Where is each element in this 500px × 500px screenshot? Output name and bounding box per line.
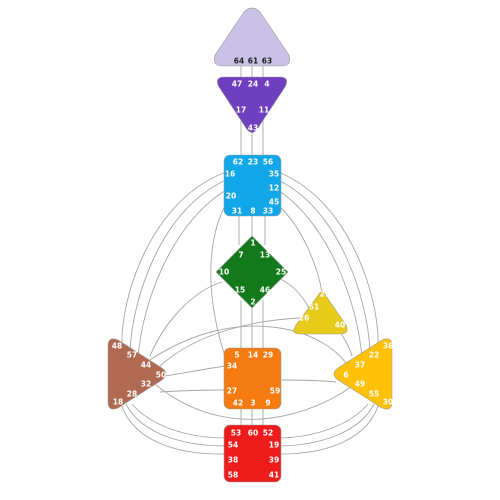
channel-line [275,399,381,455]
gate-number: 53 [231,429,241,438]
channel-line [119,399,227,455]
ajna-center [217,76,287,133]
gate-number: 60 [248,429,258,438]
gate-number: 32 [141,380,151,389]
gate-number: 36 [383,342,393,351]
gate-number: 31 [232,207,242,216]
gate-number: 28 [127,390,137,399]
channel-line [277,189,363,359]
gate-number: 46 [260,286,270,295]
channel-line [149,281,223,357]
channel-line [210,199,229,366]
head-center [214,7,290,67]
gate-number: 12 [269,184,279,193]
channel-line [275,403,375,447]
gate-number: 4 [264,80,269,89]
gate-number: 45 [269,198,279,207]
gate-number: 57 [127,351,137,360]
gate-number: 63 [262,57,272,66]
sacral-center [223,347,282,410]
gate-number: 13 [260,251,270,260]
gate-number: 33 [263,207,273,216]
gate-number: 6 [343,371,348,380]
gate-number: 7 [238,251,243,260]
gate-number: 8 [250,207,255,216]
gate-number: 52 [263,429,273,438]
gate-number: 51 [309,303,319,312]
channels [119,60,381,455]
gate-number: 54 [228,441,238,450]
gate-number: 3 [250,399,255,408]
gate-number: 2 [250,298,255,307]
gate-number: 40 [335,321,345,330]
gate-number: 44 [141,361,151,370]
channel-line [281,379,337,383]
g-center [215,235,289,309]
gate-number: 62 [233,158,243,167]
channel-line [277,179,371,353]
gate-number: 17 [236,106,246,115]
gate-number: 15 [235,286,245,295]
gate-number: 14 [248,351,258,360]
channel-line [275,403,369,439]
gate-number: 47 [232,80,242,89]
centers [107,7,393,483]
gate-number: 64 [234,57,244,66]
channel-line [121,171,227,347]
gate-number: 22 [369,351,379,360]
channel-line [159,317,301,367]
channel-line [159,389,227,393]
gate-number: 16 [225,170,235,179]
channel-line [125,403,227,447]
gate-number: 18 [113,398,123,407]
gate-number: 48 [112,342,122,351]
gate-number: 5 [234,351,239,360]
channel-line [129,179,227,353]
gate-number: 20 [226,192,236,201]
gate-number: 39 [269,456,279,465]
gate-number: 10 [219,268,229,277]
channel-line [277,204,323,293]
gate-number: 49 [355,380,365,389]
gate-number: 26 [299,314,309,323]
gate-number: 42 [233,399,243,408]
solar-plexus-center [333,338,393,410]
gate-number: 61 [248,57,258,66]
channel-line [277,171,379,347]
gate-number: 21 [320,290,330,299]
gate-number: 30 [383,398,393,407]
gate-number: 27 [227,387,237,396]
channel-line [149,325,351,371]
gate-number: 38 [228,456,238,465]
gate-number: 25 [276,268,286,277]
gate-number: 41 [269,471,279,480]
root-center [223,424,282,483]
gate-number: 55 [369,390,379,399]
gate-number: 37 [355,361,365,370]
heart-center [293,289,348,335]
gate-number: 23 [248,158,258,167]
gate-number: 56 [263,158,273,167]
gate-number: 43 [248,124,258,133]
gate-number: 11 [259,106,269,115]
gate-number: 35 [269,170,279,179]
gate-number: 50 [156,371,166,380]
gate-number: 58 [228,471,238,480]
gate-number: 34 [227,362,237,371]
gate-number: 24 [248,80,258,89]
gate-number: 1 [250,239,255,248]
channel-line [137,189,227,359]
gate-number: 19 [269,441,279,450]
channel-line [131,403,227,439]
gate-number: 9 [265,399,270,408]
channel-line [277,277,311,311]
gate-number: 29 [263,351,273,360]
spleen-center [107,338,167,410]
channel-line [164,365,227,377]
throat-center [223,154,282,217]
channel-line [149,379,353,420]
gate-number: 59 [270,387,280,396]
